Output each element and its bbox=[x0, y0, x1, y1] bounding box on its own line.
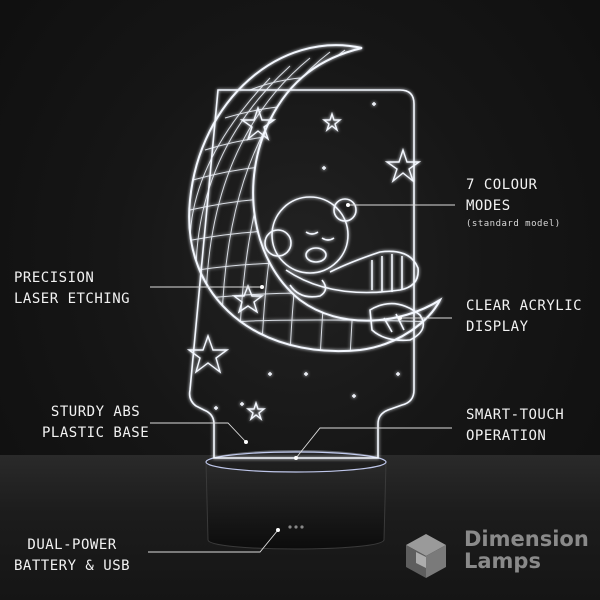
feature-plastic-base: STURDY ABS PLASTIC BASE bbox=[42, 402, 149, 444]
brand-name: Dimension Lamps bbox=[464, 528, 589, 572]
moon-icon bbox=[188, 44, 443, 353]
feature-smart-touch: SMART-TOUCH OPERATION bbox=[466, 405, 564, 447]
feature-dual-power: DUAL-POWER BATTERY & USB bbox=[14, 535, 130, 577]
lamp-base bbox=[205, 450, 387, 550]
cube-icon bbox=[406, 534, 446, 578]
feature-colour-line1: 7 COLOUR bbox=[466, 177, 538, 193]
feature-acrylic-line2: DISPLAY bbox=[466, 319, 529, 335]
feature-clear-acrylic: CLEAR ACRYLIC DISPLAY bbox=[466, 296, 582, 338]
feature-laser-line2: LASER ETCHING bbox=[14, 291, 131, 307]
acrylic-panel bbox=[188, 89, 415, 459]
feature-acrylic-line1: CLEAR ACRYLIC bbox=[466, 298, 583, 314]
teddy-bear-icon bbox=[264, 196, 425, 342]
leader-lines bbox=[148, 204, 455, 553]
brand-logo: Dimension Lamps bbox=[398, 528, 598, 588]
feature-colour-line2: MODES bbox=[466, 198, 511, 214]
feature-laser-line1: PRECISION bbox=[14, 270, 95, 286]
feature-power-line1: DUAL-POWER bbox=[27, 537, 117, 553]
feature-power-line2: BATTERY & USB bbox=[14, 558, 131, 574]
feature-precision-laser: PRECISION LASER ETCHING bbox=[14, 268, 130, 310]
feature-base-line1: STURDY ABS bbox=[50, 404, 141, 420]
feature-colour-note: (standard model) bbox=[466, 219, 561, 229]
star-icon bbox=[186, 102, 422, 422]
feature-touch-line1: SMART-TOUCH bbox=[466, 407, 565, 423]
feature-touch-line2: OPERATION bbox=[466, 428, 547, 444]
feature-colour-modes: 7 COLOUR MODES (standard model) bbox=[466, 175, 561, 231]
feature-base-line2: PLASTIC BASE bbox=[42, 425, 150, 441]
leader-dots bbox=[244, 203, 402, 532]
brand-line2: Lamps bbox=[464, 549, 541, 573]
brand-line1: Dimension bbox=[464, 527, 589, 551]
